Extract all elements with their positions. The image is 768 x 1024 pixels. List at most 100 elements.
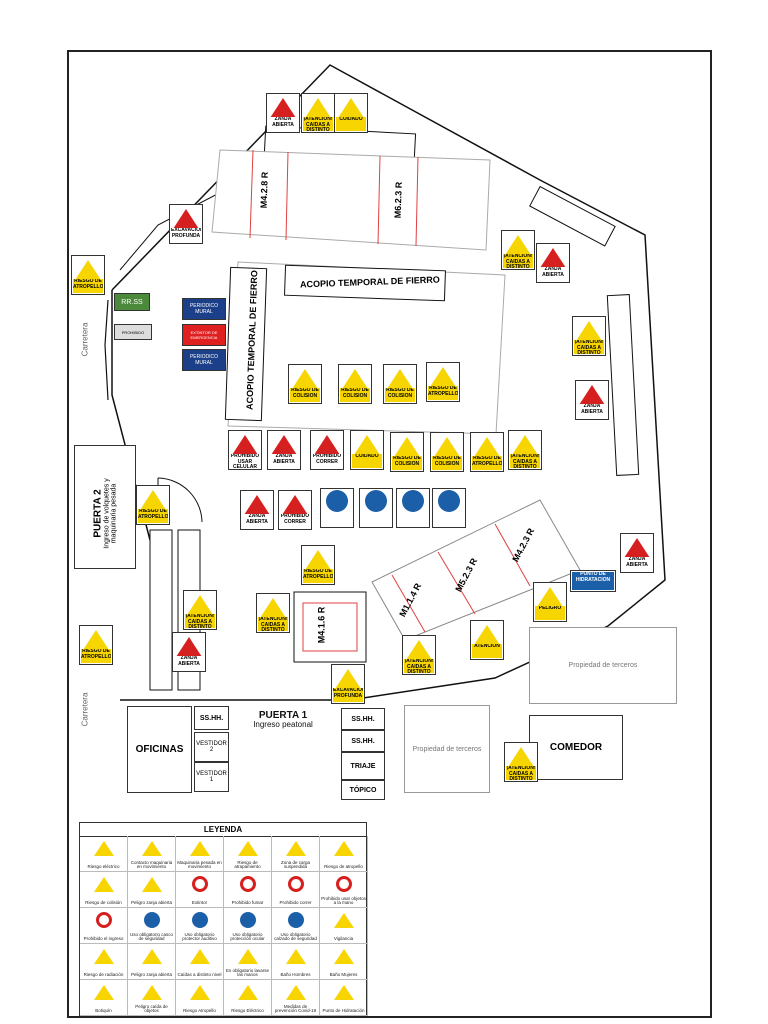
warning-yellow-icon [186,593,214,616]
legend-icon [140,875,164,893]
safety-sign-label: RIESGO DE COLISION [392,456,422,470]
safety-sign-label: ¡ATENCION! CAIDAS A DISTINTO NIVEL [503,254,533,268]
safety-sign-label: RIESGO DE COLISION [340,388,370,402]
legend-icon [332,911,356,929]
safety-sign-label: PROHIBIDO USAR CELULAR [230,454,260,468]
mandatory-ppe-sign [396,488,430,528]
safety-sign-riesgo-atropello: RIESGO DE ATROPELLO [426,362,460,402]
warning-yellow-icon [536,585,564,608]
safety-sign-label: RIESGO DE ATROPELLO [138,509,168,523]
legend-label: Riesgo de radiación [83,972,124,978]
legend-icon [332,983,356,1001]
safety-sign-zanja: ZANJA ABIERTA [172,632,206,672]
safety-sign-atencion-caidas: ¡ATENCION! CAIDAS A DISTINTO NIVEL [183,590,217,630]
legend-icon [92,839,116,857]
legend-label: Punto de Hidratación [322,1008,365,1014]
legend-item: Uso obligatorio protección ocular [224,908,272,944]
legend-icon [332,947,356,965]
warning-red-icon [281,493,309,516]
safety-sign-riesgo-atropello: RIESGO DE ATROPELLO [470,432,504,472]
safety-sign-excavacion: EXCAVACION PROFUNDA [169,204,203,244]
warning-yellow-icon [353,433,381,456]
warning-red-icon [578,383,606,406]
warning-yellow-icon [334,667,362,690]
warning-yellow-icon [473,435,501,458]
warning-yellow-icon [429,365,457,388]
safety-sign-riesgo-colision: RIESGO DE COLISION [338,364,372,404]
extintor-box: EXTINTOR DE EMERGENCIA [182,324,226,346]
legend-label: Vigilancia [333,936,354,942]
safety-sign-label: PROHIBIDO CORRER [280,514,310,528]
warning-yellow-icon [139,488,167,511]
safety-sign-label: RIESGO DE COLISION [432,456,462,470]
sshh-3-box: SS.HH. [341,730,385,752]
zone-label-m428: M4.2.8 R [258,171,270,209]
safety-sign-label: ¡ATENCION! CAIDAS A DISTINTO NIVEL [404,659,434,673]
legend-label: Riesgo eléctrico [87,864,120,870]
legend-label: Peligro caída de objetos [135,1003,168,1014]
warning-yellow-icon [405,638,433,661]
sshh-2-box: SS.HH. [341,708,385,730]
legend-item: Extintor [176,872,224,908]
legend-item: Riesgo Atropello [176,980,224,1016]
safety-sign-label: RIESGO DE ATROPELLO [73,279,103,293]
safety-sign-label: ¡ATENCION! CAIDAS A DISTINTO NIVEL [185,614,215,628]
periodico-mural-1: PERIODICO MURAL [182,298,226,320]
legend-icon [92,911,116,929]
legend-icon [236,875,260,893]
punto-hidratacion-label: PUNTO DE HIDRATACION [572,572,614,590]
warning-yellow-icon [473,623,501,646]
legend-icon [284,947,308,965]
safety-sign-riesgo-atropello: RIESGO DE ATROPELLO [71,255,105,295]
legend-label: Baño Mujeres [329,972,358,978]
warning-red-icon [269,96,297,119]
safety-sign-riesgo-colision: RIESGO DE COLISION [383,364,417,404]
warning-yellow-icon [575,319,603,342]
safety-sign-label: ¡ATENCION! CAIDAS A DISTINTO NIVEL [303,117,333,131]
legend-icon [140,983,164,1001]
legend-label: Riesgo Eléctrico [231,1008,264,1014]
legend-item: Caídas a distinto nivel [176,944,224,980]
puerta-2-area: PUERTA 2 Ingreso de volquetes y maquinar… [74,445,136,569]
safety-sign-zanja: ZANJA ABIERTA [536,243,570,283]
legend-item: Peligro zanja abierta [128,944,176,980]
legend-icon [188,983,212,1001]
legend-item: Uso obligatorio casco de seguridad [128,908,176,944]
ppe-icon [438,490,460,512]
legend-label: Riesgo Atropello [183,1008,216,1014]
legend-item: Baño Mujeres [320,944,368,980]
safety-sign-atencion-caidas: ¡ATENCION! CAIDAS A DISTINTO NIVEL [508,430,542,470]
safety-sign-prohibido-celular: PROHIBIDO USAR CELULAR [228,430,262,470]
legend-item: Medidas de prevención Covid-19 [272,980,320,1016]
safety-sign-label: ¡ATENCION! CAIDAS A DISTINTO NIVEL [258,617,288,631]
safety-sign-excavacion: EXCAVACION PROFUNDA [331,664,365,704]
safety-sign-atencion-caidas: ¡ATENCION! CAIDAS A DISTINTO NIVEL [301,93,335,133]
safety-sign-label: RIESGO DE ATROPELLO [81,649,111,663]
legend-icon [92,947,116,965]
legend-item: Riesgo de colisión [80,872,128,908]
warning-red-icon [175,635,203,658]
punto-hidratacion-sign: PUNTO DE HIDRATACION [570,570,616,592]
legend-item: Punto de Hidratación [320,980,368,1016]
safety-sign-zanja: ZANJA ABIERTA [267,430,301,470]
safety-sign-zanja: ZANJA ABIERTA [266,93,300,133]
safety-sign-label: ATENCION [472,644,502,658]
legend-icon [284,839,308,857]
legend-item: Prohibido el ingreso [80,908,128,944]
safety-sign-label: ¡ATENCION! CAIDAS A DISTINTO NIVEL [510,454,540,468]
safety-sign-label: ZANJA ABIERTA [577,404,607,418]
legend-label: Uso obligatorio protección ocular [230,931,265,942]
zone-label-m623: M6.2.3 R [392,181,404,219]
safety-sign-zanja: ZANJA ABIERTA [240,490,274,530]
puerta-2-title: PUERTA 2 [92,489,104,538]
legend-item: Peligro caída de objetos [128,980,176,1016]
legend-icon [236,839,260,857]
legend-item: Maquinaria pesada en movimiento [176,836,224,872]
safety-sign-atencion-caidas: ¡ATENCION! CAIDAS A DISTINTO NIVEL [501,230,535,270]
warning-yellow-icon [393,435,421,458]
safety-sign-atencion-caidas: ¡ATENCION! CAIDAS A DISTINTO NIVEL [504,742,538,782]
carretera-label-top: Carretera [80,322,90,357]
legend-label: Peligro zanja abierta [130,972,173,978]
safety-sign-label: ¡ATENCION! CAIDAS A DISTINTO NIVEL [574,340,604,354]
